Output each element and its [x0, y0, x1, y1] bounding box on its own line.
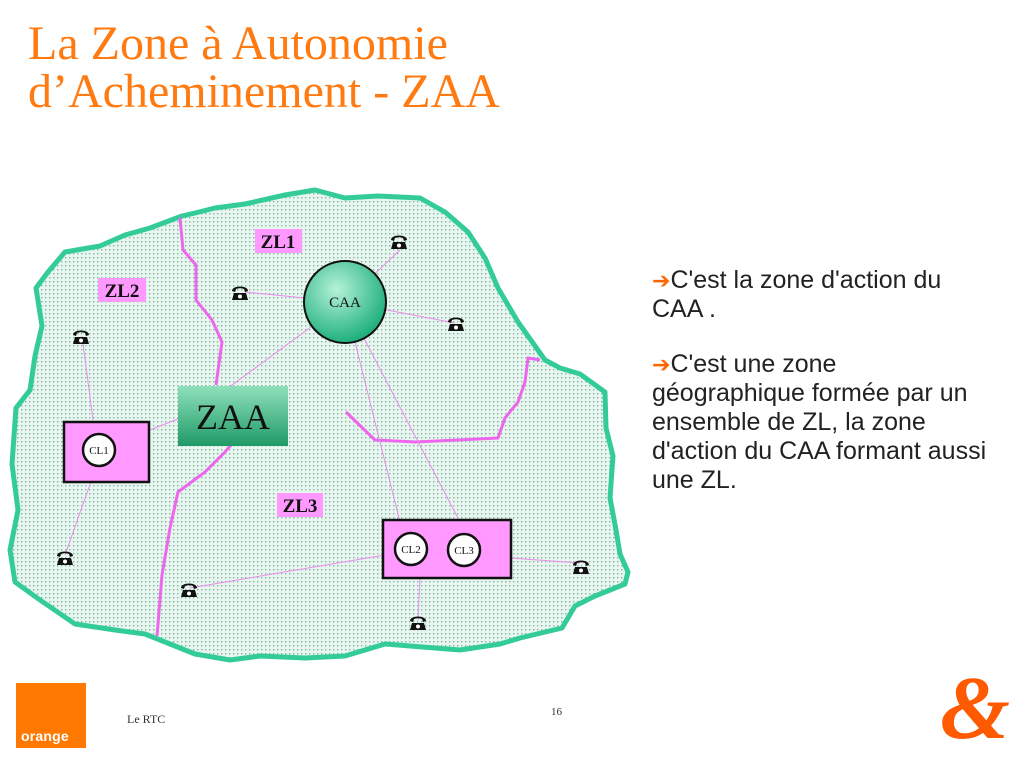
zaa-box: ZAA: [178, 386, 288, 446]
zl3-label: ZL3: [277, 493, 323, 517]
bullet-text: C'est la zone d'action du CAA .: [652, 266, 942, 323]
logo-text: orange: [21, 728, 69, 744]
cl3-label: CL3: [454, 545, 474, 557]
zl1-label-text: ZL1: [261, 232, 296, 253]
cl1-box: CL1: [62, 420, 151, 484]
cl2-label: CL2: [401, 544, 421, 556]
bullet-item: ➔C'est la zone d'action du CAA .: [652, 266, 992, 324]
caa-node: CAA: [303, 260, 387, 344]
arrow-right-icon: ➔: [652, 352, 671, 377]
footer-text: Le RTC: [127, 712, 166, 726]
zl3-label-text: ZL3: [283, 496, 318, 517]
arrow-right-icon: ➔: [652, 268, 671, 293]
title-line-2: d’Acheminement - ZAA: [28, 65, 500, 118]
zl-boundaries: [155, 217, 541, 637]
bullet-item: ➔C'est une zone géographique formée par …: [652, 350, 992, 495]
zaa-diagram: ZL1 ZL2 ZL3 CAA ZAA CL1 CL2 CL3: [7, 187, 631, 663]
cl2-cl3-box: CL2 CL3: [381, 518, 513, 580]
slide-title: La Zone à Autonomie d’Acheminement - ZAA: [28, 20, 648, 116]
title-line-1: La Zone à Autonomie: [28, 17, 448, 70]
zaa-label: ZAA: [196, 397, 270, 437]
bullet-text: C'est une zone géographique formée par u…: [652, 350, 987, 494]
bullet-list: ➔C'est la zone d'action du CAA . ➔C'est …: [652, 266, 992, 521]
orange-logo: orange: [16, 683, 86, 748]
zl2-label: ZL2: [98, 278, 146, 302]
ampersand-logo: &: [940, 659, 1011, 758]
page-number: 16: [551, 706, 562, 718]
cl1-label: CL1: [89, 445, 109, 457]
zl1-label: ZL1: [255, 229, 302, 253]
zl2-label-text: ZL2: [105, 281, 140, 302]
caa-label: CAA: [329, 295, 361, 311]
